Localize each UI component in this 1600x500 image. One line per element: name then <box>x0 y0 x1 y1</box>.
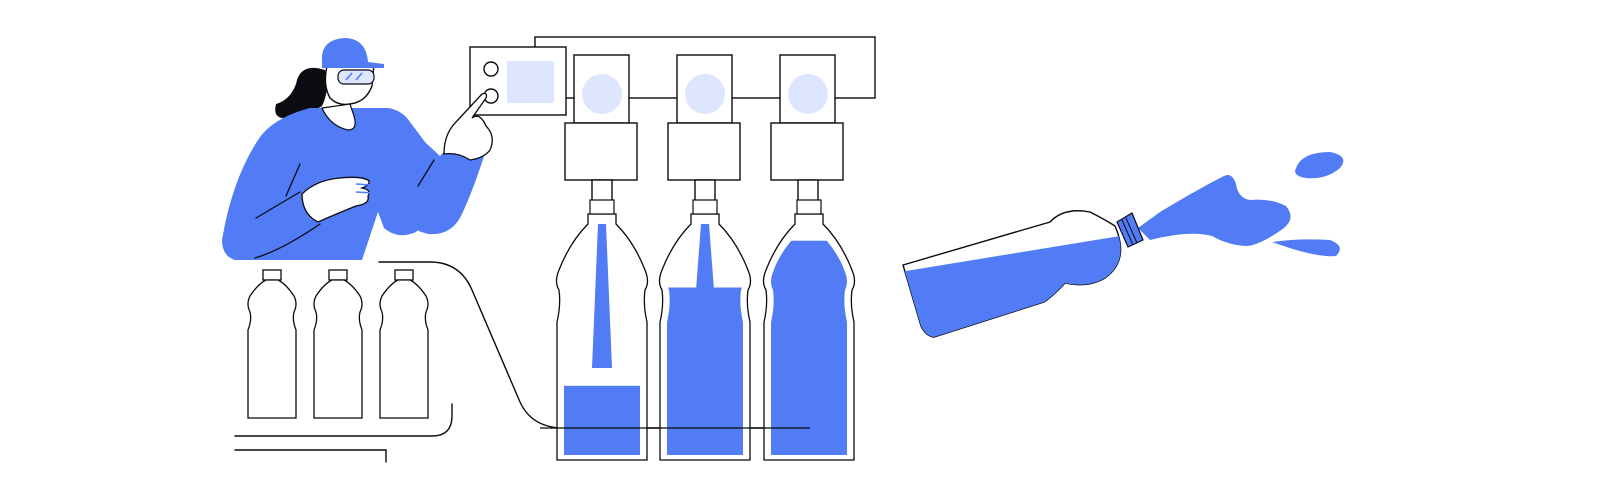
worker-hair <box>275 67 327 119</box>
bottle-liquid <box>771 240 847 455</box>
filling-bottle <box>658 199 752 461</box>
tilted-spilling-bottle-icon <box>902 152 1344 338</box>
filling-nozzle <box>564 54 638 203</box>
nozzle-light <box>788 74 828 114</box>
conveyor-lower-line <box>234 449 387 463</box>
filling-bottle <box>555 199 649 461</box>
nozzle-light <box>582 74 622 114</box>
arm-outline <box>254 223 321 259</box>
worker-pointing-hand <box>443 92 493 161</box>
bottle-thread <box>692 199 718 215</box>
filling-bottles <box>540 199 856 461</box>
liquid-stream <box>592 224 612 368</box>
conveyor-lines <box>234 261 811 463</box>
worker-with-cap-and-goggles-icon <box>222 38 493 260</box>
filling-nozzle <box>770 54 844 203</box>
control-panel-icon <box>469 46 567 116</box>
bottle-liquid <box>564 385 640 455</box>
bottle-cap <box>1116 212 1144 248</box>
conveyor-feed-line <box>378 261 811 429</box>
control-button-top <box>483 61 499 77</box>
liquid-droplet <box>1272 239 1340 257</box>
nozzle-light <box>685 74 725 114</box>
control-panel-screen <box>507 61 554 103</box>
bottle-thread <box>589 199 615 215</box>
liquid-stream <box>696 224 714 290</box>
sleeve-line <box>417 159 435 187</box>
bottle-thread <box>796 199 822 215</box>
liquid-droplet <box>1295 152 1344 179</box>
bottle-liquid <box>903 235 1121 337</box>
empty-bottle <box>313 269 363 419</box>
worker-cap <box>321 38 384 68</box>
filling-bottle <box>762 199 856 461</box>
torso-seam-line <box>285 163 301 197</box>
empty-bottle <box>247 269 297 419</box>
bottle-liquid <box>667 287 743 455</box>
liquid-splash <box>1138 175 1291 246</box>
worker-collar <box>321 103 356 131</box>
worker-left-hand <box>301 176 370 223</box>
filling-machine <box>534 36 876 203</box>
worker-arm <box>384 108 486 235</box>
empty-bottles <box>247 269 429 419</box>
empty-bottle <box>379 269 429 419</box>
torso-fold-line <box>255 191 301 219</box>
filling-nozzle <box>667 54 741 203</box>
worker-goggles <box>337 69 375 85</box>
conveyor-upper-line <box>234 403 453 437</box>
